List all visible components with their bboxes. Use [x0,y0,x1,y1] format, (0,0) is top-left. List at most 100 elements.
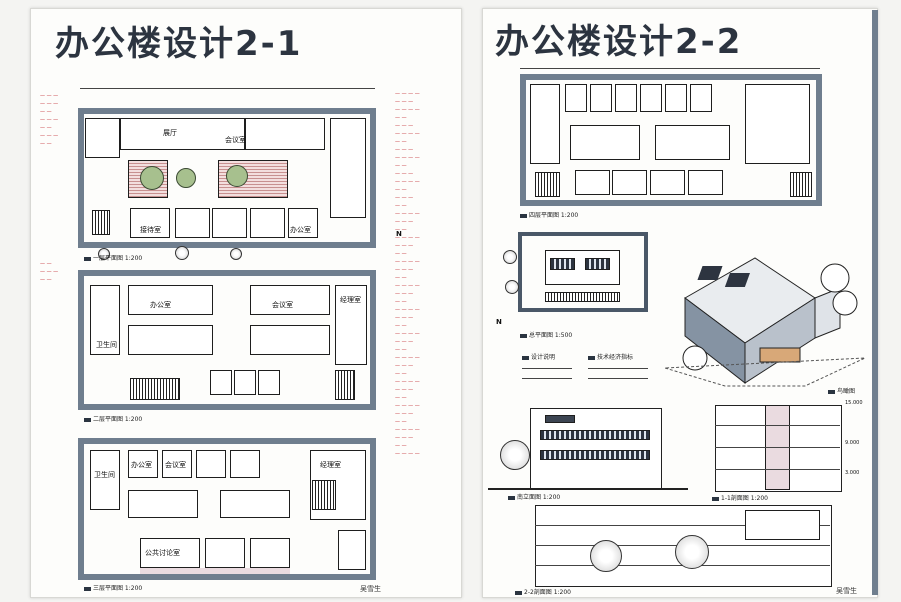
room [162,450,192,478]
window-band [545,415,575,423]
floor-line [715,447,840,448]
stairs [312,480,336,510]
stairs [130,378,180,400]
section-1-1-caption: 1-1剖面图 1:200 [712,493,768,502]
window-band [540,450,650,460]
room [650,170,685,195]
tree-symbol [675,535,709,569]
planter [176,168,196,188]
room [210,370,232,395]
room [690,84,712,112]
room-label: 展厅 [163,129,177,137]
room [330,118,366,218]
red-annotation: — — —— — —— —— — —— —— — —— — [40,93,59,147]
tree-symbol [682,345,708,371]
third-floor-plan [78,438,376,580]
room-label: 办公室 [290,226,311,234]
room [615,84,637,112]
fourth-floor-plan [520,74,822,206]
room [250,325,330,355]
second-floor-caption: 二层平面图 1:200 [84,414,142,423]
room [234,370,256,395]
stairs [335,370,355,400]
room-label: 会议室 [165,461,186,469]
site-plan [518,232,648,312]
room [530,84,560,164]
fourth-floor-caption: 四层平面图 1:200 [520,210,578,219]
room [140,538,200,568]
room-label: 会议室 [272,301,293,309]
solar-panel [724,273,750,287]
ground-floor-plan [78,108,376,248]
room [612,170,647,195]
roof-panels [585,258,610,270]
red-annotation-right: — — — —— — —— — — —— —— — —— — — —— —— —… [395,91,420,457]
legend-line [522,378,572,379]
plaza [545,292,620,302]
north-arrow: N [496,318,502,326]
site-plan-caption: 总平面图 1:500 [520,330,572,339]
tree-symbol [98,248,110,260]
room [90,450,120,510]
room-label: 会议室 [225,136,246,144]
stairs [790,172,812,197]
section-2-2-caption: 2-2剖面图 1:200 [515,587,571,596]
room [120,118,245,150]
author-signature: 吴雪生 [360,585,381,593]
room [745,510,820,540]
stairs [92,210,110,235]
level-mark: 15.000 [845,400,863,406]
room [175,208,210,238]
room [335,285,367,365]
elevation-caption: 南立面图 1:200 [508,492,560,501]
planter [226,165,248,187]
tree-symbol [832,290,858,316]
ground-floor-caption: 一层平面图 1:200 [84,253,142,262]
room [688,170,723,195]
window-band [540,430,650,440]
tree-symbol [590,540,622,572]
corridor-tint [140,568,290,574]
solar-panel [697,266,723,280]
floor-line [715,469,840,470]
room [205,538,245,568]
room [85,118,120,158]
legend-line [522,368,572,369]
room [128,490,198,518]
room [128,325,213,355]
legend-line [588,368,648,369]
third-floor-caption: 三层平面图 1:200 [84,583,142,592]
front-wall [684,297,746,385]
perspective-caption: 鸟瞰图 [828,386,855,395]
room [90,285,120,355]
room [640,84,662,112]
legend-item-notes: 设计说明 [522,352,555,361]
room [338,530,366,570]
north-arrow: N [396,230,402,238]
room-label: 经理室 [320,461,341,469]
legend-item-indicators: 技术经济指标 [588,352,633,361]
tree-symbol [230,248,242,260]
room [250,285,330,315]
room-label: 卫生间 [96,341,117,349]
room [220,490,290,518]
roof-panels [550,258,575,270]
room [128,450,158,478]
room-label: 接待室 [140,226,161,234]
room [655,125,730,160]
perspective-drawing [664,257,866,387]
room-label: 办公室 [131,461,152,469]
dimension-line [80,88,375,89]
room [250,208,285,238]
sheet-2-title: 办公楼设计2-2 [495,22,743,62]
second-floor-plan [78,270,376,410]
tree-symbol [500,440,530,470]
author-signature: 吴雪生 [836,587,857,595]
floor-line [535,525,830,526]
room [288,208,318,238]
room [570,125,640,160]
aerial-perspective [664,218,866,388]
ground-line [664,357,866,387]
entrance-canopy [759,347,801,363]
ground-line [488,488,688,490]
